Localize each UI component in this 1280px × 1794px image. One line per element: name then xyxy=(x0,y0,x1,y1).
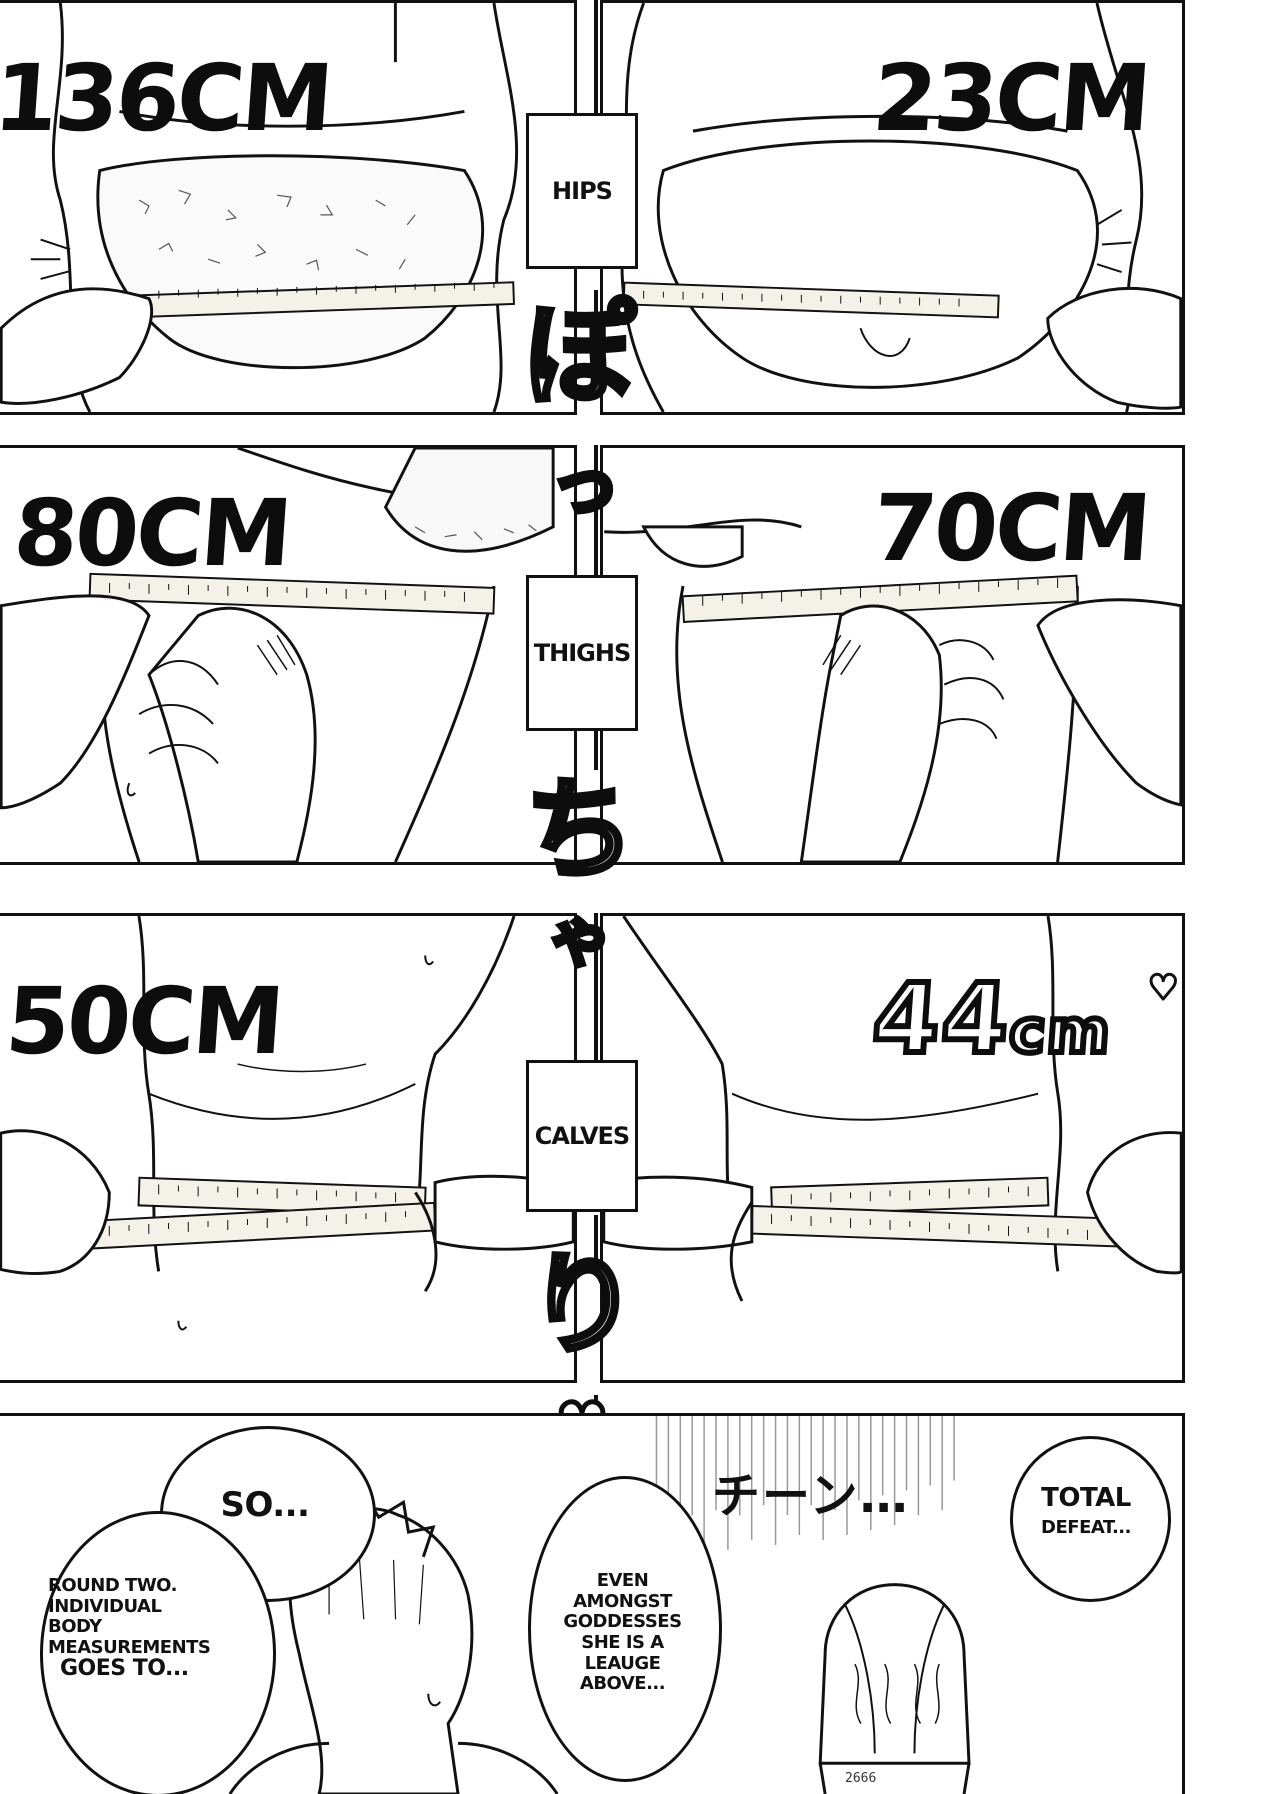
sfx-small-tsu: っ xyxy=(548,444,623,526)
calves-left-illustration xyxy=(0,916,574,1331)
panel-bottom: SO... ROUND TWO. INDIVIDUAL BODY MEASURE… xyxy=(0,1413,1185,1794)
speech-bubble-total-defeat xyxy=(1010,1436,1171,1602)
bubble-round-two-text: ROUND TWO. INDIVIDUAL BODY MEASUREMENTS xyxy=(48,1575,211,1659)
speech-bubble-goddesses xyxy=(528,1476,722,1782)
bubble-so-text: SO... xyxy=(220,1485,310,1525)
sfx-chiin: チーン… xyxy=(712,1468,910,1524)
bubble-total-text: TOTAL xyxy=(1041,1483,1131,1513)
bubble-goes-to-text: GOES TO... xyxy=(60,1656,189,1681)
calves-right-measurement: 44cm xyxy=(866,960,1117,1078)
panel-thighs-right: 70CM xyxy=(600,445,1185,865)
caption-thighs: THIGHS xyxy=(526,575,638,731)
hips-right-measurement: 23CM xyxy=(869,45,1152,152)
panel-thighs-left: 80CM xyxy=(0,445,577,865)
heart-small-icon: ♥ xyxy=(1146,968,1180,1008)
panel-calves-right: 44cm ♥ xyxy=(600,913,1185,1383)
calves-left-measurement: 50CM xyxy=(2,968,285,1075)
panel-calves-left: 50CM xyxy=(0,913,577,1383)
thighs-right-illustration xyxy=(604,518,1182,862)
calves-right-illustration xyxy=(603,916,1182,1302)
sfx-po: ぽ xyxy=(523,291,638,419)
sfx-chi: ち xyxy=(523,766,638,894)
thighs-right-measurement: 70CM xyxy=(869,475,1152,582)
thighs-left-illustration xyxy=(0,448,555,862)
hips-left-illustration xyxy=(0,3,519,412)
bubble-defeat-text: DEFEAT... xyxy=(1041,1517,1131,1538)
bubble-goddesses-text: EVEN AMONGST GODDESSES SHE IS A LEAUGE A… xyxy=(563,1570,682,1695)
center-gutter-line xyxy=(594,445,598,585)
hips-left-measurement: 136CM xyxy=(0,45,334,152)
center-gutter-line xyxy=(594,1395,598,1425)
center-gutter-line xyxy=(594,730,598,770)
center-gutter-line xyxy=(594,0,598,140)
panel-hips-left: 136CM xyxy=(0,0,577,415)
caption-hips: HIPS xyxy=(526,113,638,269)
speech-bubble-round-two xyxy=(40,1511,276,1794)
center-gutter-line xyxy=(594,1215,598,1260)
panel-hips-right: 23CM xyxy=(600,0,1185,415)
hips-right-illustration xyxy=(620,3,1182,412)
center-gutter-line xyxy=(594,913,598,1063)
artist-signature: 2666 xyxy=(845,1771,877,1786)
thighs-left-measurement: 80CM xyxy=(10,480,293,587)
calves-right-number: 44 xyxy=(866,960,1017,1078)
sfx-small-ya: ゃ xyxy=(546,902,615,976)
calves-right-unit: cm xyxy=(1004,994,1117,1070)
caption-calves: CALVES xyxy=(526,1060,638,1212)
sfx-ri: り xyxy=(526,1241,641,1369)
center-gutter-line xyxy=(594,290,598,330)
